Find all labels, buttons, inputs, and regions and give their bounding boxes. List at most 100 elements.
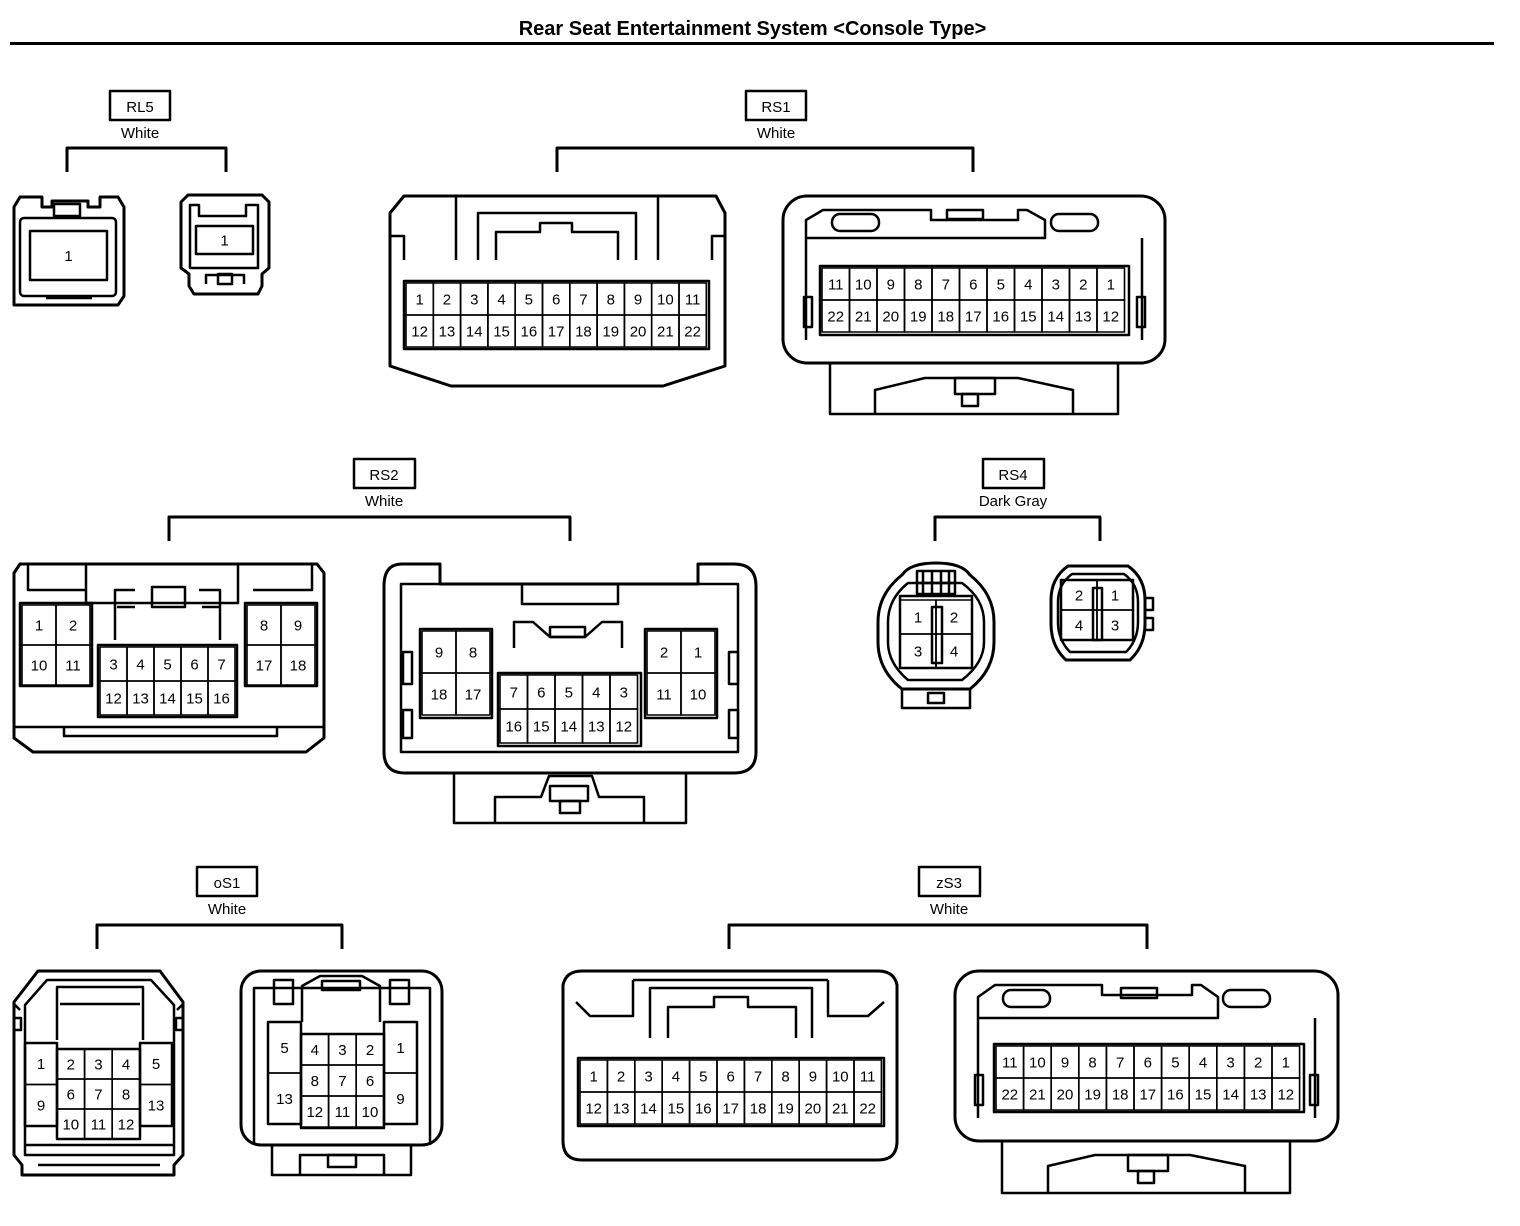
pin-number: 4 [592, 684, 600, 701]
svg-text:RS2: RS2 [369, 467, 398, 484]
pin-number: 1 [37, 1056, 45, 1073]
title-rule [10, 42, 1494, 45]
pin-number: 6 [190, 656, 198, 673]
pin-number: 4 [950, 643, 958, 660]
pin-number: 6 [67, 1086, 75, 1103]
pin-number: 21 [1029, 1086, 1046, 1103]
pin-number: 2 [660, 644, 668, 661]
pin-number: 11 [65, 657, 81, 674]
connector-label-zs3: zS3 White [727, 865, 1149, 949]
svg-text:White: White [365, 493, 403, 510]
pin-number: 4 [1024, 276, 1032, 293]
pin-number: 7 [217, 656, 225, 673]
pin-number: 17 [548, 323, 565, 340]
pin-number: 9 [435, 644, 443, 661]
pin-number: 13 [439, 323, 456, 340]
pin-cell [1096, 299, 1126, 333]
pin-number: 1 [590, 1068, 598, 1085]
pin-number: 11 [1002, 1054, 1018, 1071]
pin-number: 2 [443, 291, 451, 308]
pin-number: 8 [260, 617, 268, 634]
pin-number: 17 [965, 308, 982, 325]
rl5-b-pins: 1 [195, 225, 254, 255]
pin-number: 8 [781, 1068, 789, 1085]
pin-number: 19 [910, 308, 927, 325]
pin-number: 14 [1222, 1086, 1239, 1103]
pin-number: 9 [37, 1098, 45, 1115]
svg-text:RS4: RS4 [998, 467, 1027, 484]
pin-number: 13 [1075, 308, 1092, 325]
pin-number: 6 [366, 1073, 374, 1090]
svg-text:oS1: oS1 [214, 875, 241, 892]
pin-number: 11 [685, 291, 701, 308]
pin-number: 7 [510, 684, 518, 701]
pin-number: 12 [1102, 308, 1119, 325]
pin-number: 17 [722, 1100, 739, 1117]
pin-cell [29, 230, 108, 281]
svg-text:White: White [757, 125, 795, 142]
pin-number: 12 [306, 1104, 323, 1121]
pin-number: 13 [613, 1100, 630, 1117]
pin-number: 7 [579, 291, 587, 308]
rl5-connector-b: 1 [179, 193, 271, 296]
pin-number: 15 [493, 323, 510, 340]
pin-number: 18 [1112, 1086, 1129, 1103]
pin-number: 9 [809, 1068, 817, 1085]
pin-number: 1 [1282, 1054, 1290, 1071]
pin-number: 3 [1111, 617, 1119, 634]
pin-number: 10 [855, 276, 872, 293]
pin-number: 12 [411, 323, 428, 340]
pin-number: 1 [35, 617, 43, 634]
pin-number: 18 [290, 657, 307, 674]
os1-b-pins-right: 19 [383, 1021, 418, 1125]
pin-number: 7 [754, 1068, 762, 1085]
pin-number: 11 [828, 276, 844, 293]
pin-number: 17 [465, 686, 482, 703]
pin-number: 11 [91, 1116, 107, 1133]
pin-number: 13 [1250, 1086, 1267, 1103]
pin-number: 4 [672, 1068, 680, 1085]
pin-number: 5 [525, 291, 533, 308]
os1-a-pins-left: 19 [24, 1042, 58, 1127]
pin-number: 9 [887, 276, 895, 293]
pin-number: 9 [634, 291, 642, 308]
pin-number: 18 [431, 686, 448, 703]
pin-number: 19 [602, 323, 619, 340]
pin-number: 4 [311, 1042, 319, 1059]
pin-cell [1096, 609, 1134, 641]
pin-number: 6 [1144, 1054, 1152, 1071]
pin-number: 2 [366, 1042, 374, 1059]
pin-number: 13 [148, 1098, 165, 1115]
connector-label-rs2: RS2 White [167, 457, 572, 541]
pin-number: 1 [415, 291, 423, 308]
pin-number: 3 [1052, 276, 1060, 293]
pin-number: 2 [617, 1068, 625, 1085]
pin-number: 12 [615, 718, 632, 735]
pin-number: 3 [470, 291, 478, 308]
pin-number: 14 [159, 690, 176, 707]
pin-number: 15 [533, 718, 550, 735]
pin-number: 22 [859, 1100, 876, 1117]
pin-number: 14 [640, 1100, 657, 1117]
pin-number: 18 [575, 323, 592, 340]
pin-number: 11 [335, 1104, 351, 1121]
pin-number: 16 [521, 323, 538, 340]
pin-number: 5 [565, 684, 573, 701]
pin-cell [853, 1091, 883, 1125]
pin-number: 9 [1061, 1054, 1069, 1071]
pin-number: 22 [684, 323, 701, 340]
pin-number: 2 [1075, 587, 1083, 604]
